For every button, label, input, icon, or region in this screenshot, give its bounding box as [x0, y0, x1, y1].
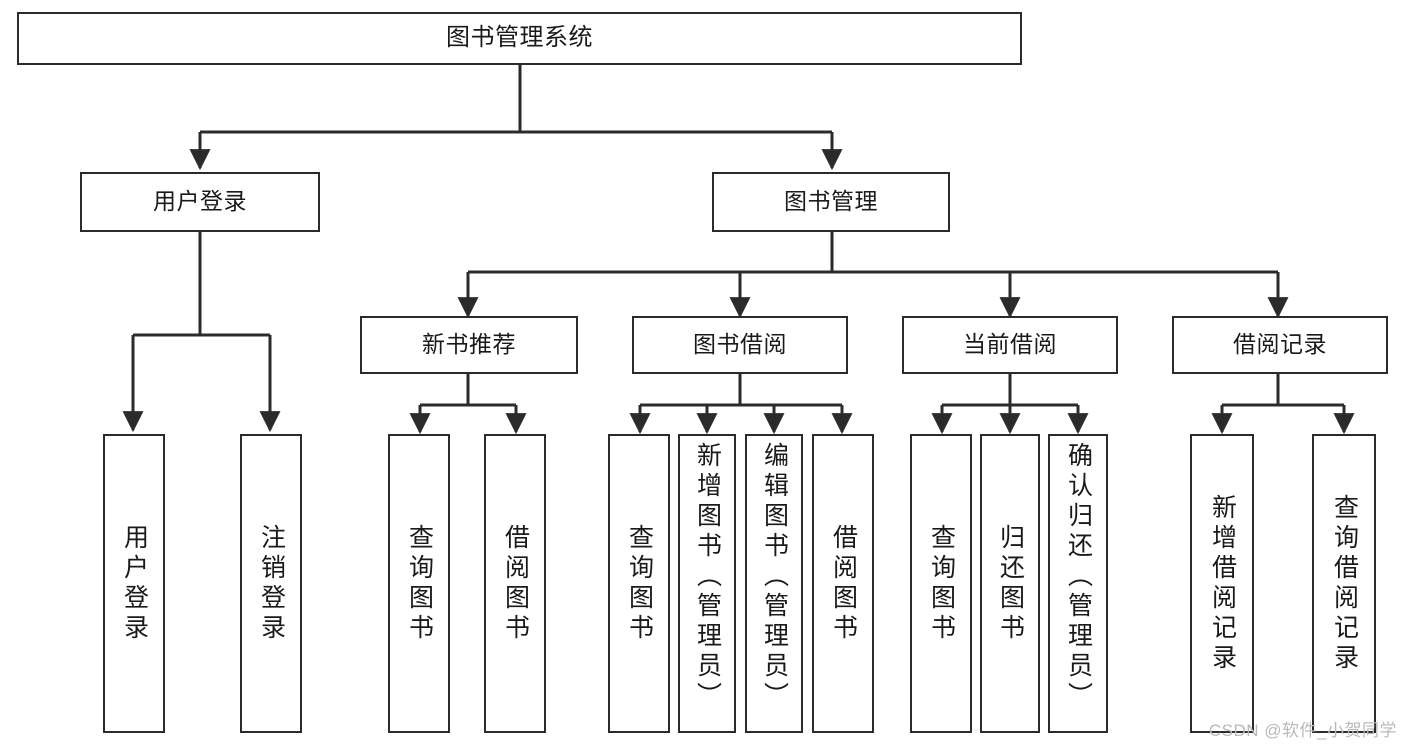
node-label: 归还图书 [996, 523, 1025, 644]
leaf-user-login-logout[interactable]: 注销登录 [240, 434, 302, 733]
node-root-system[interactable]: 图书管理系统 [17, 12, 1022, 65]
leaf-borrow-query-book[interactable]: 查询图书 [608, 434, 670, 733]
node-new-book-recommend[interactable]: 新书推荐 [360, 316, 578, 374]
node-label: 编辑图书（管理员） [760, 442, 789, 712]
node-label: 注销登录 [257, 523, 286, 644]
leaf-borrow-borrow-book[interactable]: 借阅图书 [812, 434, 874, 733]
node-book-management[interactable]: 图书管理 [712, 172, 950, 232]
node-borrow-record[interactable]: 借阅记录 [1172, 316, 1388, 374]
leaf-user-login-login[interactable]: 用户登录 [103, 434, 165, 733]
node-current-borrow[interactable]: 当前借阅 [902, 316, 1118, 374]
node-label: 查询图书 [625, 523, 654, 644]
node-label: 确认归还（管理员） [1064, 442, 1093, 712]
node-label: 用户登录 [120, 523, 149, 644]
node-book-borrow[interactable]: 图书借阅 [632, 316, 848, 374]
node-label: 新增借阅记录 [1208, 493, 1237, 674]
node-label: 借阅记录 [1233, 331, 1327, 358]
leaf-borrow-add-book-admin[interactable]: 新增图书（管理员） [678, 434, 736, 733]
leaf-new-book-borrow[interactable]: 借阅图书 [484, 434, 546, 733]
node-label: 查询图书 [405, 523, 434, 644]
node-label: 用户登录 [153, 188, 247, 215]
leaf-current-query-book[interactable]: 查询图书 [910, 434, 972, 733]
leaf-borrow-edit-book-admin[interactable]: 编辑图书（管理员） [745, 434, 803, 733]
node-label: 新增图书（管理员） [693, 442, 722, 712]
node-label: 借阅图书 [829, 523, 858, 644]
leaf-current-confirm-return-admin[interactable]: 确认归还（管理员） [1048, 434, 1108, 733]
leaf-new-book-query[interactable]: 查询图书 [388, 434, 450, 733]
node-label: 图书借阅 [693, 331, 787, 358]
node-label: 当前借阅 [963, 331, 1057, 358]
node-label: 查询图书 [927, 523, 956, 644]
node-user-login[interactable]: 用户登录 [80, 172, 320, 232]
leaf-current-return-book[interactable]: 归还图书 [980, 434, 1040, 733]
leaf-record-add-record[interactable]: 新增借阅记录 [1190, 434, 1254, 733]
node-label: 新书推荐 [422, 331, 516, 358]
node-label: 查询借阅记录 [1330, 493, 1359, 674]
node-label: 图书管理系统 [446, 24, 593, 52]
node-label: 图书管理 [784, 188, 878, 215]
csdn-watermark: CSDN @软件_小贺同学 [1208, 721, 1397, 740]
node-label: 借阅图书 [501, 523, 530, 644]
leaf-record-query-record[interactable]: 查询借阅记录 [1312, 434, 1376, 733]
